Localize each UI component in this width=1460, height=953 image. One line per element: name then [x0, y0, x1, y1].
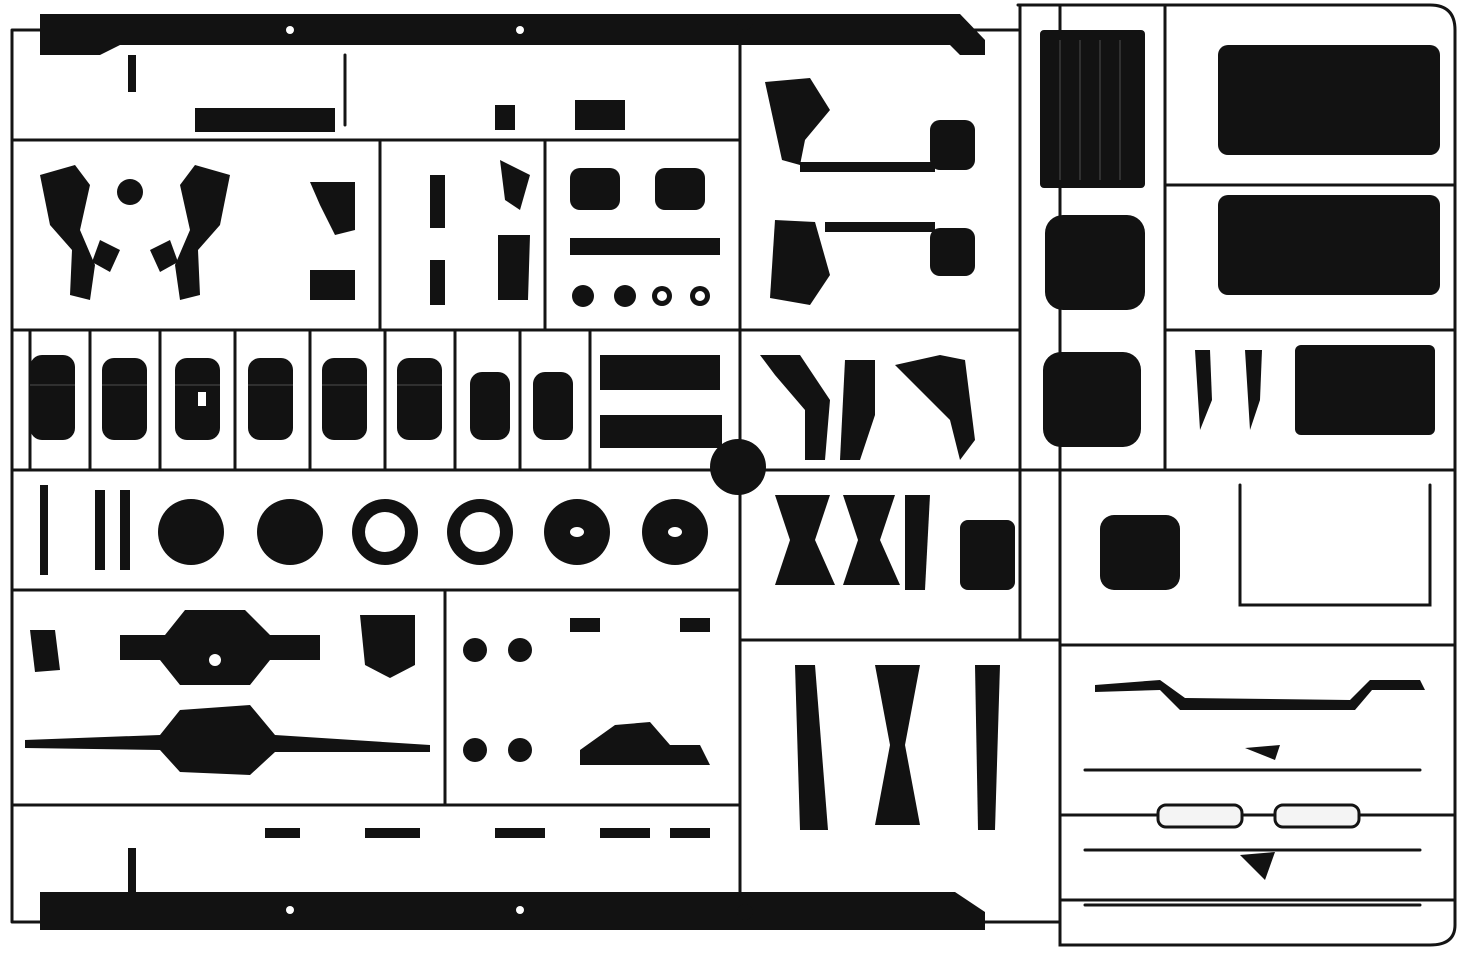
small-brackets-bottom	[265, 828, 710, 838]
tank-straps-and-steps	[1095, 350, 1432, 760]
leaf-spring-parts	[775, 495, 1015, 830]
battery-box-parts	[600, 355, 722, 448]
chassis-rail-bottom	[40, 848, 985, 930]
air-tanks	[30, 355, 573, 440]
wheel-hubs	[40, 485, 708, 575]
suspension-hangers	[765, 78, 975, 305]
brake-chambers	[463, 618, 710, 765]
spring-canisters	[570, 168, 720, 307]
fuel-tank-panels	[1040, 30, 1440, 447]
axle-housings	[25, 610, 430, 775]
sprue-hub	[710, 439, 766, 495]
spring-hangers-row	[760, 355, 975, 460]
chassis-rail-top	[40, 14, 985, 132]
grille-mesh-parts	[1156, 803, 1361, 829]
mirror-arms	[1083, 768, 1422, 907]
brackets-row-1	[40, 100, 625, 305]
